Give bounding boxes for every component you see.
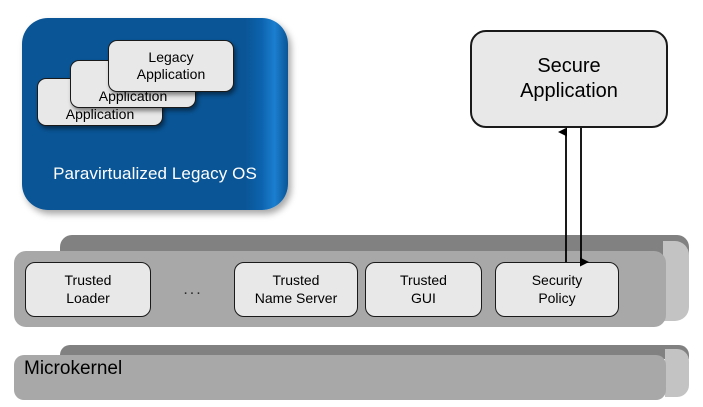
- secure-application-box: Secure Application: [470, 30, 668, 128]
- trusted-gui-label-line2: GUI: [411, 289, 436, 306]
- trusted-layer-top-face: [60, 235, 689, 255]
- security-policy-label-line1: Security: [531, 272, 583, 288]
- legacy-os-label: Paravirtualized Legacy OS: [53, 164, 257, 183]
- trusted-loader-label-line2: Loader: [66, 289, 110, 306]
- trusted-loader-label: Trusted Loader: [65, 272, 112, 307]
- security-policy-label: Security Policy: [532, 272, 583, 307]
- trusted-service-box-trusted-name-server: Trusted Name Server: [234, 262, 358, 317]
- legacy-application-box-3: Legacy Application: [108, 40, 234, 92]
- trusted-name-server-label: Trusted Name Server: [255, 272, 337, 307]
- secure-application-label-line2: Application: [520, 80, 618, 102]
- microkernel-side-face: [665, 349, 689, 397]
- services-ellipsis: ...: [183, 281, 203, 298]
- trusted-gui-label: Trusted GUI: [400, 272, 447, 307]
- legacy-application-label-3-line1: Legacy: [148, 48, 194, 65]
- legacy-application-label-3-line2: Application: [136, 66, 206, 82]
- secure-application-label: Secure Application: [520, 54, 618, 104]
- trusted-name-server-label-line2: Name Server: [254, 289, 338, 306]
- security-policy-label-line2: Policy: [538, 289, 576, 306]
- microkernel-label: Microkernel: [24, 358, 123, 379]
- trusted-service-box-trusted-gui: Trusted GUI: [365, 262, 482, 317]
- legacy-application-label-3: Legacy Application: [137, 49, 206, 83]
- microkernel-front-face: [14, 355, 666, 400]
- trusted-service-box-trusted-loader: Trusted Loader: [25, 262, 151, 317]
- trusted-loader-label-line1: Trusted: [64, 272, 112, 288]
- secure-application-label-line1: Secure: [537, 55, 601, 77]
- trusted-gui-label-line1: Trusted: [400, 272, 447, 288]
- trusted-name-server-label-line1: Trusted: [272, 272, 320, 288]
- trusted-layer-side-face: [663, 241, 689, 321]
- trusted-service-box-security-policy: Security Policy: [495, 262, 619, 317]
- microkernel-layer: [14, 345, 689, 400]
- legacy-application-label-1: Application: [65, 105, 135, 122]
